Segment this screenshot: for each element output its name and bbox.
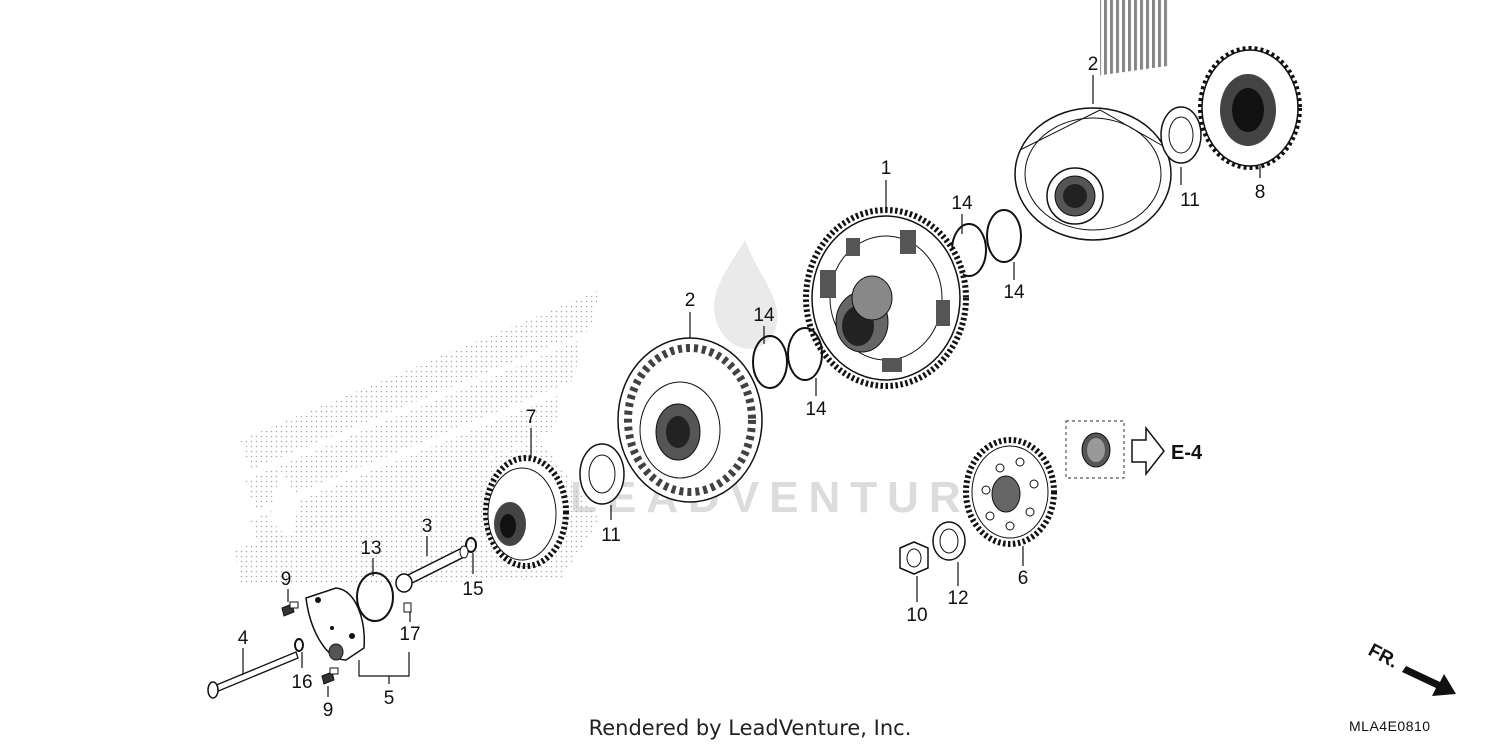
gear-6	[963, 437, 1057, 547]
callout-11-left[interactable]: 11	[601, 525, 621, 546]
front-label: FR.	[1365, 640, 1402, 673]
washer-12	[932, 521, 966, 561]
o-ring-15	[465, 537, 477, 553]
flame-watermark-icon	[714, 240, 778, 349]
nut-10	[899, 541, 929, 575]
callout-12[interactable]: 12	[947, 588, 968, 609]
clutch-drum-2-left	[617, 337, 763, 503]
gear-7	[483, 455, 569, 569]
leader-lines	[242, 75, 1261, 697]
pump-cover-5	[305, 587, 365, 661]
callout-10[interactable]: 10	[906, 605, 927, 626]
callout-9-upper[interactable]: 9	[281, 569, 292, 590]
callout-14-b[interactable]: 14	[1003, 282, 1025, 303]
callout-2-right[interactable]: 2	[1088, 54, 1099, 75]
callout-16[interactable]: 16	[291, 672, 312, 693]
snap-rings-14-left	[752, 327, 823, 389]
reference-label[interactable]: E-4	[1171, 442, 1203, 464]
washer-16	[294, 638, 304, 652]
callout-4[interactable]: 4	[238, 628, 249, 649]
drawing-code: MLA4E0810	[1349, 718, 1431, 734]
o-ring-13	[356, 572, 394, 622]
front-arrow-icon	[1402, 666, 1456, 696]
front-direction-indicator: FR.	[1365, 640, 1456, 696]
callout-15[interactable]: 15	[462, 579, 483, 600]
callout-7[interactable]: 7	[526, 407, 537, 428]
callout-8[interactable]: 8	[1255, 182, 1266, 203]
callout-14-d[interactable]: 14	[805, 399, 827, 420]
callout-13[interactable]: 13	[360, 538, 381, 559]
callout-9-lower[interactable]: 9	[323, 700, 334, 721]
long-bolt-4	[207, 651, 299, 699]
watermark-text: LEADVENTURE	[570, 473, 1010, 522]
callout-11-right[interactable]: 11	[1180, 190, 1200, 211]
callout-2-left[interactable]: 2	[685, 290, 696, 311]
callout-6[interactable]: 6	[1018, 568, 1029, 589]
pin-17	[403, 602, 412, 613]
callout-14-a[interactable]: 14	[951, 193, 973, 214]
render-credit: Rendered by LeadVenture, Inc.	[588, 716, 912, 740]
large-gear-1	[803, 207, 969, 389]
callout-17[interactable]: 17	[399, 624, 420, 645]
gear-8	[1198, 46, 1302, 170]
reference-box	[1065, 420, 1125, 479]
shaft-3	[395, 545, 469, 593]
callout-5[interactable]: 5	[384, 688, 395, 709]
callout-14-c[interactable]: 14	[753, 305, 775, 326]
bolt-9-lower	[321, 667, 339, 685]
clutch-drum-2-right	[1014, 0, 1172, 241]
callout-numbers: 1 2 2 3 4 5 6 7 8 9 9 10 11 11 12 13 14 …	[238, 54, 1266, 721]
reference-arrow-icon	[1131, 425, 1165, 477]
washer-11-right	[1160, 106, 1202, 164]
callout-3[interactable]: 3	[422, 516, 433, 537]
callout-1[interactable]: 1	[881, 158, 892, 179]
bolt-9-upper	[281, 601, 299, 617]
washer-11-left	[579, 443, 625, 505]
